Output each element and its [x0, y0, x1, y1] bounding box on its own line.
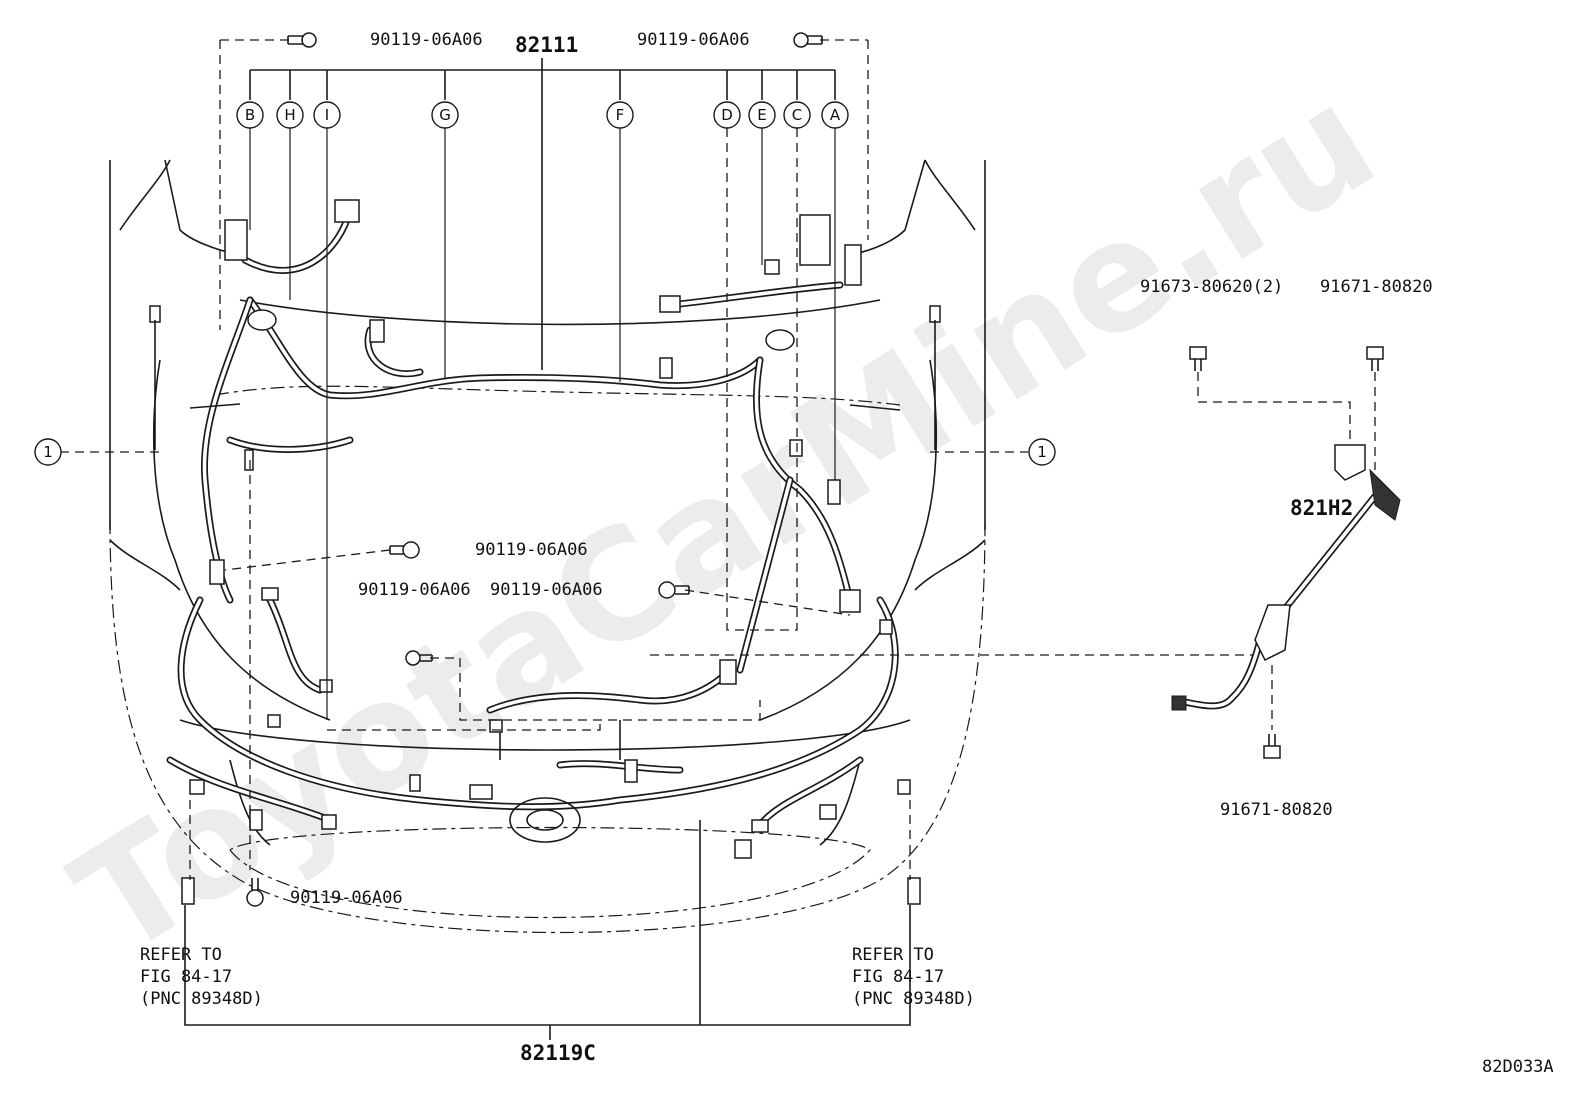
front-harness-82119C — [166, 559, 921, 905]
callout-1-left: 1 — [43, 443, 53, 461]
part-label-90119-top-left: 90119-06A06 — [370, 30, 483, 50]
part-label-90119-top-right: 90119-06A06 — [637, 30, 750, 50]
callout-C: C — [792, 106, 802, 124]
part-label-82111: 82111 — [515, 33, 578, 57]
callout-B: B — [245, 106, 255, 124]
part-label-91671-bottom: 91671-80820 — [1220, 800, 1333, 820]
refer-note-left-line1: REFER TO — [140, 945, 222, 965]
refer-note-left: REFER TO FIG 84-17 (PNC 89348D) — [140, 945, 263, 1009]
part-label-90119-bottom: 90119-06A06 — [290, 888, 403, 908]
callout-E: E — [757, 106, 766, 124]
part-label-91671-top: 91671-80820 — [1320, 277, 1433, 297]
harness-821H2 — [1171, 372, 1401, 730]
figure-code: 82D033A — [1482, 1057, 1554, 1077]
refer-note-right: REFER TO FIG 84-17 (PNC 89348D) — [852, 945, 975, 1009]
part-label-90119-mid-upper: 90119-06A06 — [475, 540, 588, 560]
engine-room-harness-82111 — [149, 199, 941, 674]
callout-1-right: 1 — [1037, 443, 1047, 461]
refer-note-left-line3: (PNC 89348D) — [140, 989, 263, 1009]
callout-A: A — [830, 106, 841, 124]
part-label-821H2: 821H2 — [1290, 496, 1353, 520]
bolt-icons — [246, 32, 1384, 907]
callout-G: G — [439, 106, 451, 124]
callout-leader-lines — [34, 39, 1270, 1040]
refer-note-right-line3: (PNC 89348D) — [852, 989, 975, 1009]
refer-note-left-line2: FIG 84-17 — [140, 967, 232, 987]
refer-note-right-line1: REFER TO — [852, 945, 934, 965]
callout-D: D — [721, 106, 733, 124]
refer-note-right-line2: FIG 84-17 — [852, 967, 944, 987]
callout-F: F — [616, 106, 625, 124]
part-label-82119C: 82119C — [520, 1041, 596, 1065]
part-label-90119-mid-left: 90119-06A06 — [358, 580, 471, 600]
callout-H: H — [284, 106, 295, 124]
callout-I: I — [325, 106, 329, 124]
part-label-91673: 91673-80620(2) — [1140, 277, 1283, 297]
part-label-90119-mid-right: 90119-06A06 — [490, 580, 603, 600]
vehicle-body-outline — [109, 159, 986, 934]
